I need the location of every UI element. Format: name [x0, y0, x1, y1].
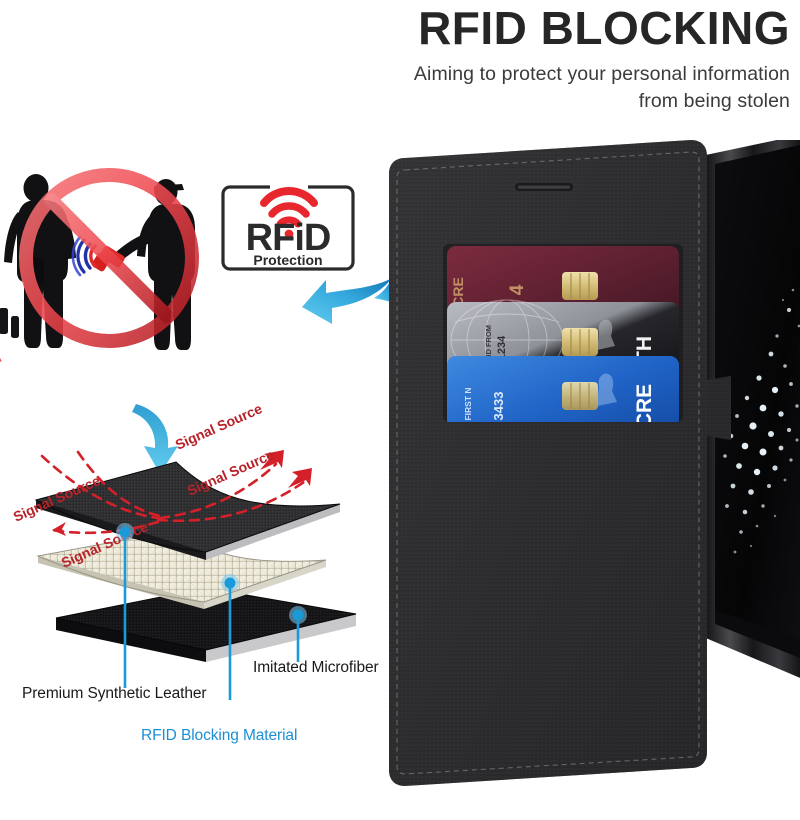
emv-chip-icon: [562, 272, 598, 300]
card-blue-digits: 3433: [491, 392, 506, 421]
signal-source-label: Signal Source: [185, 446, 277, 499]
badge-sub-text: Protection: [253, 252, 322, 268]
flip-wallet-case-with-phone: CRE 4: [385, 140, 800, 820]
rfid-protection-badge: RFiD Protection: [212, 176, 364, 280]
speaker-grille: [515, 183, 573, 191]
callout-dot-top-layer: [120, 527, 131, 538]
label-rfid-blocking-material: RFID Blocking Material: [141, 727, 297, 745]
subtitle-line-2: from being stolen: [360, 88, 790, 115]
victim-pocket-items: [0, 308, 19, 362]
page-subtitle: Aiming to protect your personal informat…: [360, 61, 790, 115]
card-maroon-digits: 4: [507, 284, 528, 295]
material-layers-diagram: Signal Source Signal Source Signal Sourc…: [8, 400, 408, 700]
card-stack: CRE 4: [447, 246, 679, 452]
signal-source-label: Signal Source: [173, 400, 265, 453]
case-flap: [389, 140, 731, 786]
card-blue-label: CRE: [633, 384, 656, 428]
callout-dot-bottom-layer: [293, 610, 304, 621]
label-premium-synthetic-leather: Premium Synthetic Leather: [22, 685, 206, 703]
callout-dot-middle-layer: [225, 578, 236, 589]
label-imitated-microfiber: Imitated Microfiber: [253, 659, 379, 677]
emv-chip-icon: [562, 328, 598, 356]
page-title: RFID BLOCKING: [360, 4, 790, 52]
subtitle-line-1: Aiming to protect your personal informat…: [360, 61, 790, 88]
emv-chip-icon: [562, 382, 598, 410]
rfid-skimming-prohibited-icon: [0, 140, 222, 366]
card-blue-issuer: FIRST N: [463, 387, 473, 420]
header: RFID BLOCKING Aiming to protect your per…: [360, 4, 790, 115]
